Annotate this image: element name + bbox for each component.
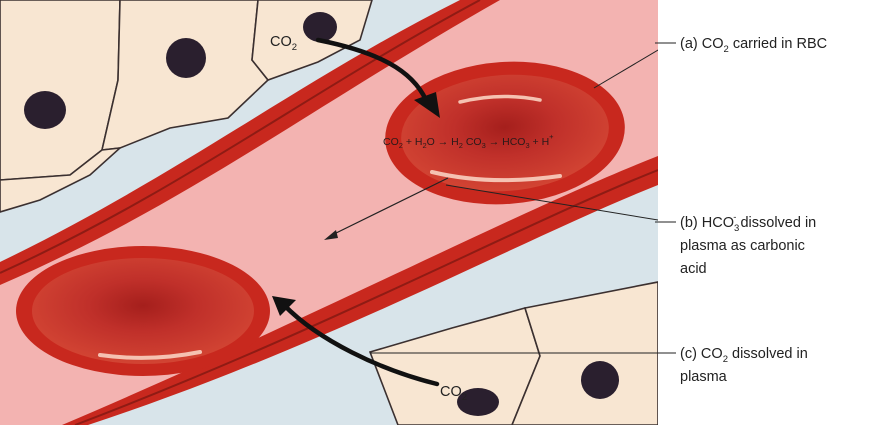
illustration: CO2 + H2O → H2 CO3 → HCO3 + H+ CO2 CO2: [0, 0, 670, 425]
nucleus: [24, 91, 66, 129]
nucleus: [303, 12, 337, 42]
label-b-line3: acid: [680, 261, 707, 277]
label-b: (b) HCO3- dissolved in: [680, 212, 816, 234]
nucleus: [166, 38, 206, 78]
label-b-line2: plasma as carbonic: [680, 238, 805, 254]
label-c-line2: plasma: [680, 369, 728, 385]
nucleus: [581, 361, 619, 399]
label-a: (a) CO2 carried in RBC: [680, 36, 827, 55]
label-c: (c) CO2 dissolved in: [680, 346, 808, 365]
red-blood-cell-bottom: [16, 246, 270, 376]
